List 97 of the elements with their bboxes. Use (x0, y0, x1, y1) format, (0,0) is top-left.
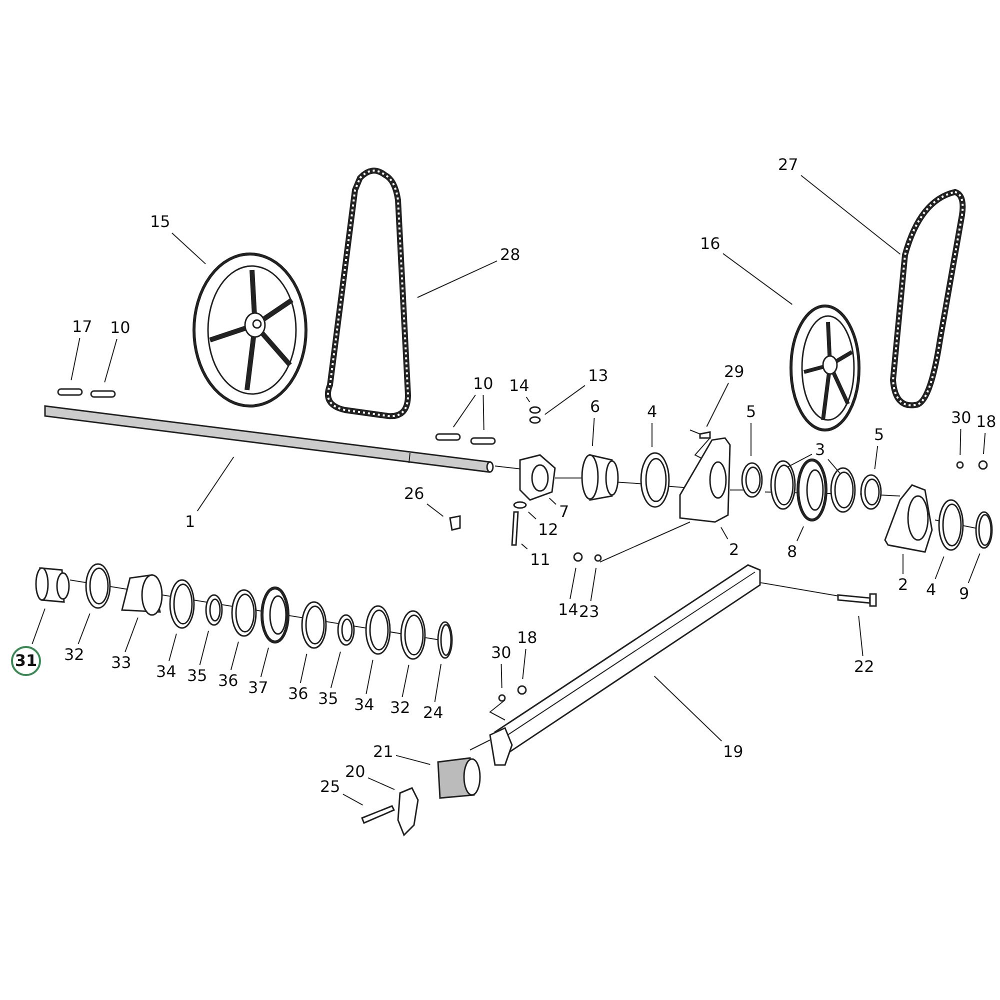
leader-line (960, 428, 962, 456)
callout-number: 35 (186, 667, 208, 685)
callout-number: 6 (589, 398, 602, 416)
leader-line (858, 615, 864, 656)
leader-line (416, 260, 498, 298)
callout-number: 3 (814, 441, 826, 459)
leader-line (396, 754, 431, 765)
leader-line (786, 454, 812, 468)
leader-line (434, 663, 442, 702)
leader-line (874, 446, 878, 470)
leader-line (366, 659, 374, 694)
leader-line (260, 647, 269, 678)
callout-number: 24 (422, 704, 444, 722)
leader-line (828, 458, 841, 474)
leader-line (230, 641, 239, 670)
callout-number: 5 (745, 403, 758, 421)
leader-line (968, 553, 980, 584)
callout-number: 2 (728, 541, 740, 559)
callout-number: 29 (723, 363, 746, 381)
callout-number: 26 (403, 485, 426, 503)
leader-line (902, 554, 904, 574)
leader-line (570, 567, 576, 600)
callout-number: 4 (646, 403, 658, 421)
leader-line (750, 422, 752, 456)
leader-line (654, 676, 722, 742)
callout-number: 19 (722, 743, 744, 761)
callout-number: 22 (853, 658, 876, 676)
callout-number: 8 (786, 543, 798, 561)
callout-number: 36 (287, 685, 310, 703)
leader-line (124, 617, 138, 652)
callout-number: 25 (319, 778, 342, 796)
leader-line (196, 456, 234, 512)
callout-number: 27 (777, 156, 800, 174)
callout-number: 13 (587, 367, 610, 385)
callout-number: 32 (63, 646, 86, 664)
leader-line (300, 653, 308, 684)
callout-number: 23 (578, 603, 600, 621)
leader-line (548, 498, 556, 505)
leader-line (168, 633, 177, 662)
callout-number: 31 (11, 646, 41, 676)
leader-line (452, 394, 476, 428)
callout-number: 4 (925, 581, 938, 599)
callout-number: 30 (950, 409, 972, 427)
leader-line (706, 382, 729, 428)
leader-line (104, 338, 118, 383)
leader-line (592, 418, 595, 447)
leader-line (426, 503, 444, 517)
leader-line (70, 338, 80, 381)
callout-number: 34 (155, 663, 178, 681)
leader-line (796, 526, 804, 542)
callout-number: 28 (499, 246, 522, 264)
callout-number: 36 (217, 672, 240, 690)
callout-number: 10 (109, 319, 132, 337)
callout-number: 17 (71, 318, 94, 336)
leader-line (528, 512, 536, 520)
callout-number: 1 (184, 513, 196, 531)
callout-number: 15 (149, 213, 172, 231)
callout-number: 10 (472, 375, 494, 393)
callout-number: 18 (975, 413, 998, 431)
callout-number: 12 (537, 521, 560, 539)
leader-line (800, 174, 901, 255)
callout-number: 2 (897, 576, 910, 594)
leader-line (171, 232, 206, 264)
leader-line (521, 543, 528, 550)
callout-number: 16 (699, 235, 722, 253)
callout-number: 34 (353, 696, 376, 714)
leader-line (722, 253, 793, 305)
leader-line (199, 630, 210, 666)
callout-number: 7 (558, 503, 570, 521)
leader-line (342, 794, 364, 806)
callout-number: 14 (557, 601, 580, 619)
callout-number: 14 (508, 377, 530, 395)
leader-line (934, 556, 944, 580)
callout-number: 5 (873, 426, 886, 444)
callout-number: 20 (344, 763, 366, 781)
callout-number: 35 (317, 690, 340, 708)
callout-number: 18 (516, 629, 538, 647)
leader-line (78, 613, 90, 644)
callout-number: 37 (247, 679, 270, 697)
leader-line (482, 394, 484, 430)
callout-number: 21 (372, 743, 394, 761)
leader-line (500, 664, 502, 688)
callout-number: 11 (529, 551, 552, 569)
callout-number: 9 (958, 585, 970, 603)
leader-line (982, 432, 986, 455)
leader-line (32, 608, 46, 644)
leader-line (402, 664, 410, 698)
leader-line (368, 777, 396, 790)
leader-line (330, 651, 341, 688)
leader-line (720, 526, 728, 540)
callout-number: 33 (110, 654, 132, 672)
callout-number: 30 (490, 644, 512, 662)
leader-line (590, 567, 597, 602)
callout-number: 32 (389, 699, 412, 717)
leader-line (526, 396, 530, 402)
leader-line (522, 648, 526, 680)
leader-line (544, 384, 586, 415)
